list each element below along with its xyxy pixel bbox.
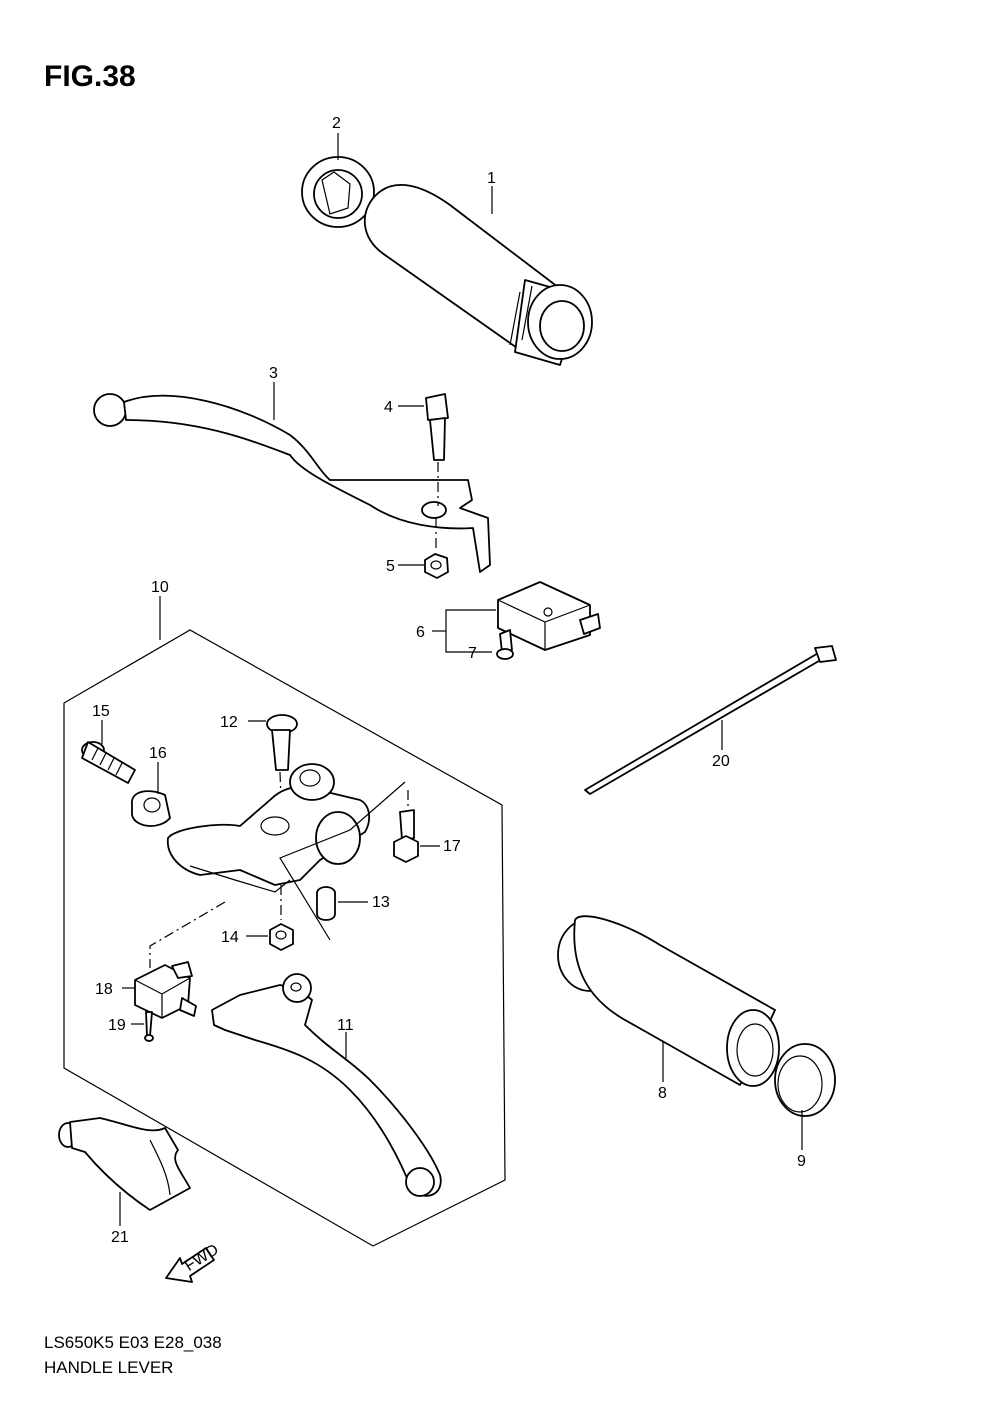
part-3-brake-lever[interactable]	[93, 393, 491, 573]
ref-11: 11	[337, 1017, 354, 1034]
part-18-clutch-switch[interactable]	[134, 961, 197, 1019]
part-1-grip[interactable]	[363, 184, 593, 366]
ref-6: 6	[416, 624, 425, 641]
ref-12: 12	[220, 714, 238, 731]
ref-1: 1	[487, 170, 496, 187]
switch-dash	[149, 901, 226, 968]
part-14-nut[interactable]	[269, 885, 294, 951]
part-21-boot[interactable]	[58, 1117, 191, 1211]
ref-15: 15	[92, 703, 110, 720]
model-code: LS650K5 E03 E28_038	[44, 1333, 222, 1352]
assembly-boundary	[63, 629, 506, 1247]
part-4-pivot-bolt[interactable]	[425, 393, 449, 506]
ref-2: 2	[332, 115, 341, 132]
ref-16: 16	[149, 745, 167, 762]
part-9-end-cap[interactable]	[774, 1043, 836, 1117]
ref-9: 9	[797, 1153, 806, 1170]
part-19-screw[interactable]	[144, 1011, 154, 1042]
ref-10: 10	[151, 579, 169, 596]
fwd-arrow-icon: FWD	[165, 1241, 222, 1283]
ref-19: 19	[108, 1017, 126, 1034]
part-20-cable-tie[interactable]	[584, 645, 837, 795]
ref-21: 21	[111, 1229, 129, 1246]
diagram-name: HANDLE LEVER	[44, 1358, 174, 1377]
footer: LS650K5 E03 E28_038 HANDLE LEVER	[44, 1330, 222, 1380]
ref-17: 17	[443, 838, 461, 855]
reference-numbers: 2 1 3 4 5 10 6 7 15 12 16 20 17 13 14 18…	[92, 115, 806, 1246]
ref-8: 8	[658, 1085, 667, 1102]
ref-4: 4	[384, 399, 393, 416]
ref-13: 13	[372, 894, 390, 911]
ref-18: 18	[95, 981, 113, 998]
ref-7: 7	[468, 645, 477, 662]
part-13-bushing[interactable]	[316, 886, 336, 921]
lever-bracket	[167, 763, 371, 893]
part-7-screw[interactable]	[496, 629, 514, 660]
ref-14: 14	[221, 929, 239, 946]
ref-5: 5	[386, 558, 395, 575]
part-16-spacer[interactable]	[131, 790, 171, 827]
fwd-label: FWD	[182, 1241, 222, 1275]
part-17-bolt[interactable]	[393, 790, 419, 863]
part-6-switch[interactable]	[497, 581, 601, 651]
part-8-grip[interactable]	[557, 915, 780, 1087]
part-2-ring[interactable]	[301, 156, 375, 228]
diamond-leader	[279, 781, 406, 941]
ref-20: 20	[712, 753, 730, 770]
part-12-pivot-pin[interactable]	[266, 714, 298, 831]
ref-3: 3	[269, 365, 278, 382]
part-15-adjuster-bolt[interactable]	[81, 741, 136, 784]
leader-lines	[101, 133, 803, 1226]
figure-title: FIG.38	[44, 60, 136, 93]
part-5-nut[interactable]	[424, 518, 449, 579]
part-11-clutch-lever[interactable]	[211, 973, 442, 1197]
